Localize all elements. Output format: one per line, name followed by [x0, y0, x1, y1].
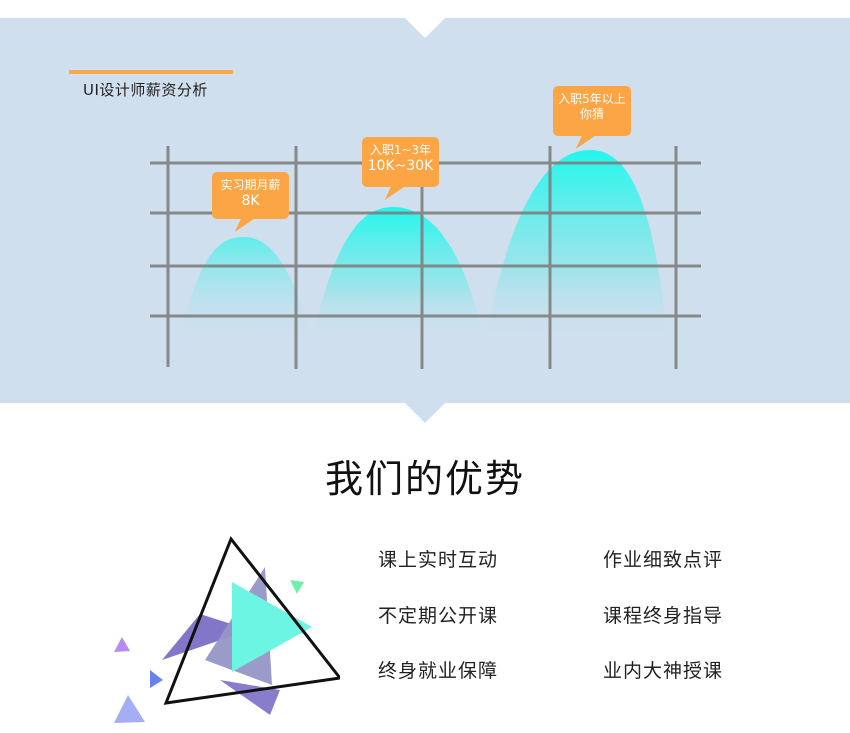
advantage-item-6: 业内大神授课	[603, 660, 724, 682]
annotation-intern: 实习期月薪 8K	[212, 172, 289, 219]
annotation-5-years: 入职5年以上 你猜	[553, 86, 631, 136]
annotation-intern-line1: 实习期月薪	[220, 178, 281, 192]
top-notch	[405, 18, 445, 38]
advantage-item-1: 课上实时互动	[378, 549, 499, 571]
advantage-item-2: 作业细致点评	[603, 549, 724, 571]
advantage-item-3: 不定期公开课	[378, 605, 499, 627]
decorative-triangles-icon	[114, 536, 340, 723]
annotation-1-3-years-line1: 入职1~3年	[369, 143, 432, 157]
annotation-5-years-line1: 入职5年以上	[558, 92, 626, 106]
annotation-1-3-years: 入职1~3年 10K~30K	[362, 137, 439, 187]
advantage-item-5: 终身就业保障	[378, 660, 499, 682]
bottom-notch-arrow	[405, 403, 445, 423]
annotation-1-3-years-line2: 10K~30K	[367, 158, 434, 174]
hump-1-3-years	[312, 207, 484, 340]
advantage-item-4: 课程终身指导	[603, 605, 724, 627]
salary-chart	[150, 146, 701, 369]
annotation-intern-line2: 8K	[241, 193, 260, 209]
annotation-5-years-line2: 你猜	[579, 107, 604, 121]
advantages-title: 我们的优势	[324, 457, 525, 501]
chart-title: UI设计师薪资分析	[83, 81, 208, 99]
hump-intern	[178, 237, 312, 345]
hump-5-years	[485, 150, 668, 345]
title-accent-bar	[69, 70, 233, 74]
